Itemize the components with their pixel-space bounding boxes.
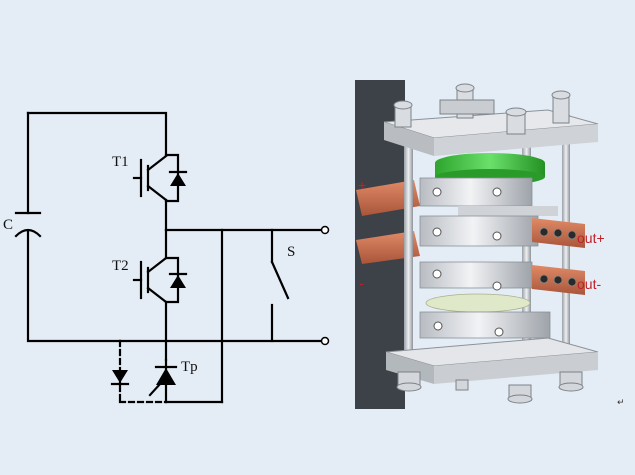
igbt-t2 <box>132 228 180 362</box>
circuit-schematic <box>14 111 324 404</box>
wire-left-lower <box>26 230 122 343</box>
tie-rod-front-left <box>404 120 413 355</box>
label-t1: T1 <box>112 154 129 170</box>
press-pack-assembly: + - <box>355 80 605 409</box>
label-minus: - <box>359 275 364 291</box>
diode-t1 <box>168 170 188 186</box>
top-bolts <box>393 83 571 135</box>
terminal-bottom <box>320 336 330 346</box>
label-s: S <box>287 244 295 260</box>
label-t2: T2 <box>112 258 129 274</box>
thyristor-tp <box>148 358 178 404</box>
label-capacitor: C <box>3 217 13 233</box>
label-plus: + <box>358 177 366 193</box>
capacitor-plate-bottom <box>14 228 42 238</box>
label-out-minus: out- <box>577 276 601 292</box>
label-tp: Tp <box>181 359 198 375</box>
auxiliary-diode-branch <box>110 339 168 404</box>
wire-top <box>26 111 168 157</box>
diode-t2 <box>168 272 188 288</box>
terminal-top <box>320 225 330 235</box>
paragraph-mark: ↵ <box>617 398 625 408</box>
igbt-t1 <box>132 153 180 232</box>
bottom-nuts <box>396 371 584 404</box>
label-out-plus: out+ <box>577 230 605 246</box>
bypass-switch <box>270 228 290 343</box>
device-stack <box>419 153 558 339</box>
